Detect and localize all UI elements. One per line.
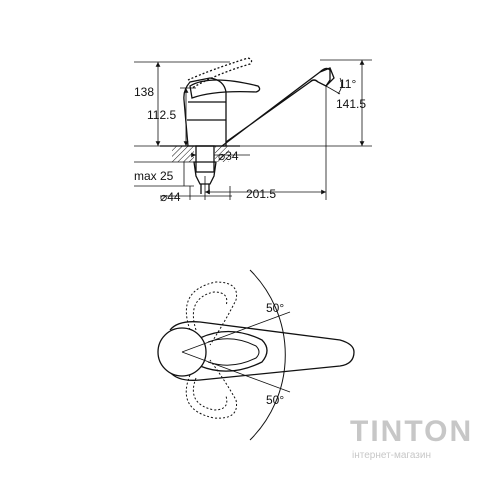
- handle-rotated-lower-inner: [192, 377, 228, 411]
- dim-label-max25: max 25: [134, 169, 174, 183]
- countertop-hatch: [172, 146, 194, 162]
- top-view: [157, 269, 355, 441]
- angle-line-lower: [181, 351, 291, 393]
- mount-shank: [195, 145, 215, 173]
- countertop-hatch-right: [215, 146, 229, 162]
- angle-line-upper: [181, 311, 291, 353]
- handle-rotated-upper: [185, 281, 238, 346]
- watermark-logo: TINTON: [350, 415, 474, 448]
- dim-label-angle: 11°: [339, 77, 356, 91]
- side-dimension-labels: 138 112.5 141.5 11° ⌀34 max 25 ⌀44 201.5: [134, 77, 366, 204]
- handle-rotated-lower: [185, 359, 238, 419]
- spout: [221, 67, 331, 147]
- handle-loop: [199, 330, 268, 372]
- side-dimensions: [134, 59, 372, 200]
- handle-rotated-upper-inner: [192, 291, 228, 331]
- dim-label-112: 112.5: [147, 108, 176, 122]
- swing-arc: [249, 269, 286, 441]
- top-view-labels: 50° 50°: [266, 301, 284, 407]
- spout-aerator: [319, 67, 335, 87]
- spout-top: [169, 321, 355, 381]
- handle: [189, 79, 261, 99]
- dim-label-44: ⌀44: [160, 190, 181, 204]
- watermark-tagline: інтернет-магазин: [352, 450, 432, 461]
- dim-label-141: 141.5: [336, 97, 366, 111]
- dim-label-138: 138: [134, 85, 154, 99]
- angle-label-lower: 50°: [266, 393, 284, 407]
- mount-nut: [193, 161, 217, 185]
- handle-loop-inner: [207, 338, 260, 366]
- dim-label-34: ⌀34: [218, 149, 239, 163]
- handle-raised: [187, 57, 253, 89]
- dim-label-201: 201.5: [246, 187, 276, 201]
- angle-label-upper: 50°: [266, 301, 284, 315]
- dim-angle-arc: [337, 77, 342, 95]
